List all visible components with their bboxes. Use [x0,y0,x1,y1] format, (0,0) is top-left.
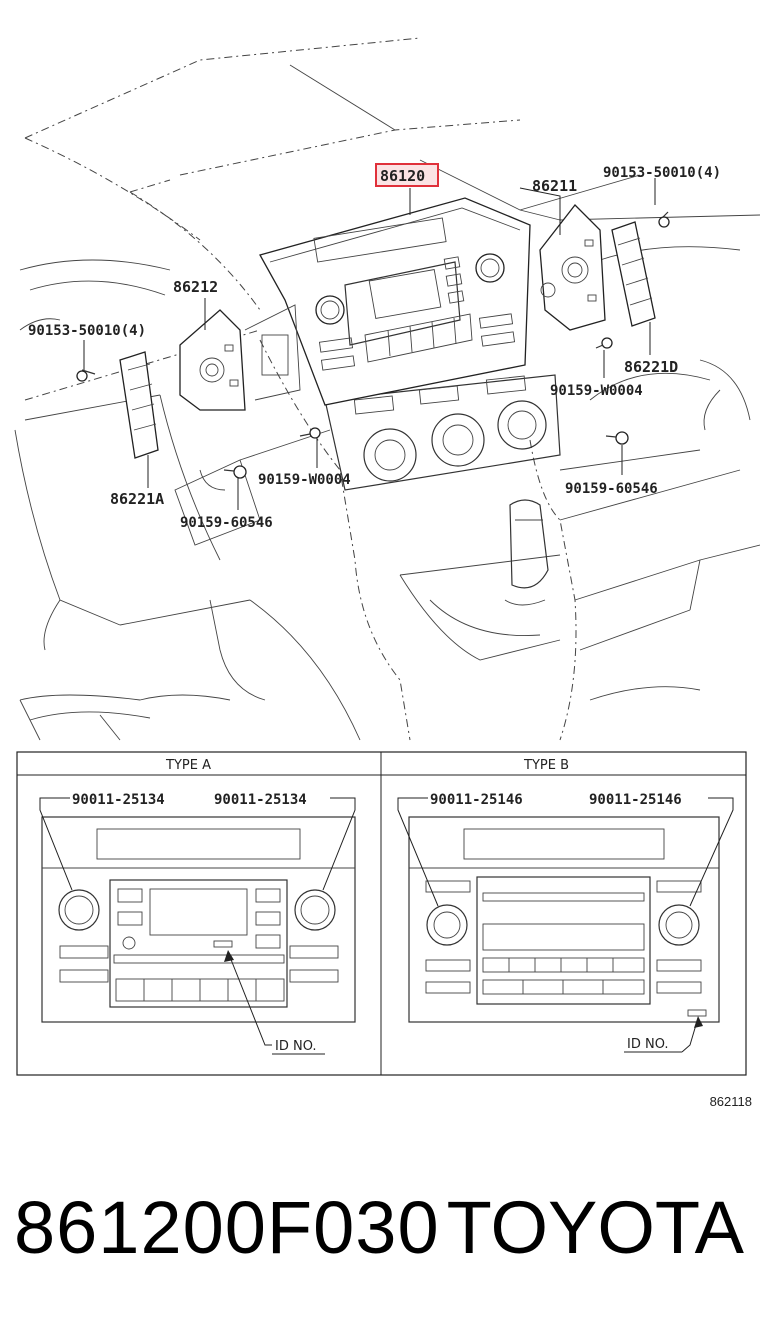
type-a-title: TYPE A [165,758,211,773]
leader-lines [83,178,656,510]
type-b-title: TYPE B [523,758,569,773]
type-b-unit [397,797,734,1053]
callout-screw-top-right[interactable]: 90153-50010(4) [603,165,721,181]
right-panel-86221D[interactable] [611,221,656,327]
bolt-icon [223,465,247,479]
type-a-id-label: ID NO. [275,1039,317,1054]
dashboard-outline [14,37,760,741]
variant-inset-table [16,751,747,1076]
center-console [324,374,561,491]
callout-screw-w-left[interactable]: 90159-W0004 [258,472,351,488]
brand-name: TOYOTA [446,1186,744,1269]
type-a-knob-right-callout[interactable]: 90011-25134 [214,792,307,808]
callout-86120[interactable]: 86120 [380,167,425,185]
callout-bolt-right[interactable]: 90159-60546 [565,481,658,497]
callout-screw-w-right[interactable]: 90159-W0004 [550,383,643,399]
shift-lever [504,499,549,606]
part-number: 861200F030 [14,1186,440,1269]
callout-bolt-left[interactable]: 90159-60546 [180,515,273,531]
right-bracket-86211[interactable] [539,204,606,331]
callout-screw-top-left[interactable]: 90153-50010(4) [28,323,146,339]
highlight-box [375,163,439,187]
type-b-knob-left-callout[interactable]: 90011-25146 [430,792,523,808]
figure-code: 862118 [709,1094,752,1109]
callout-86212[interactable]: 86212 [173,278,218,296]
screw-icon [658,211,670,228]
type-b-id-label: ID NO. [627,1037,669,1052]
bolt-icon [605,431,629,445]
screw-icon [299,427,321,439]
left-bracket-86212[interactable] [179,304,301,411]
callout-86221D[interactable]: 86221D [624,358,678,376]
type-a-knob-left-callout[interactable]: 90011-25134 [72,792,165,808]
screw-icon [595,337,613,349]
callout-86211[interactable]: 86211 [532,177,577,195]
type-a-unit [39,797,356,1046]
callout-86221A[interactable]: 86221A [110,490,164,508]
type-b-knob-right-callout[interactable]: 90011-25146 [589,792,682,808]
screw-icon [76,369,96,382]
head-unit-86120[interactable] [259,197,531,406]
left-panel-86221A[interactable] [119,351,159,459]
